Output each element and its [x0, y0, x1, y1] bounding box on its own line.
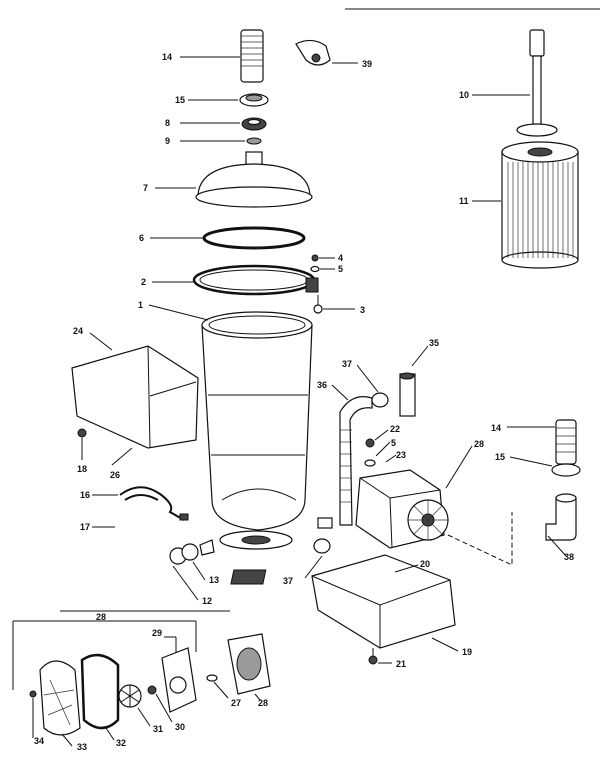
- callout-35: 35: [429, 338, 439, 348]
- screw-part-22: [365, 438, 375, 448]
- nut-part-15: [239, 93, 269, 107]
- hose-part-14: [240, 29, 264, 83]
- callout-33: 33: [77, 742, 87, 752]
- dashed-connector: [447, 512, 513, 566]
- callout-32: 32: [116, 738, 126, 748]
- callout-39: 39: [362, 59, 372, 69]
- motor-plate-part-29: [161, 647, 197, 713]
- callout-14: 14: [162, 52, 172, 62]
- callout-5-lower: 5: [391, 438, 396, 448]
- gasket-part-32: [80, 653, 120, 730]
- tube-part-35: [399, 372, 416, 417]
- screw-part-34: [29, 690, 37, 698]
- callout-12: 12: [202, 596, 212, 606]
- standpipe-part-10: [516, 29, 558, 137]
- callout-26: 26: [110, 470, 120, 480]
- callout-3: 3: [360, 305, 365, 315]
- callout-20: 20: [420, 559, 430, 569]
- cover-part-24: [71, 345, 199, 449]
- callout-9: 9: [165, 136, 170, 146]
- callout-18: 18: [77, 464, 87, 474]
- callout-23: 23: [396, 450, 406, 460]
- callout-21: 21: [396, 659, 406, 669]
- clamp-part-37-lower: [313, 517, 333, 554]
- washer-part-5-lower: [364, 459, 376, 467]
- callout-29: 29: [152, 628, 162, 638]
- callout-6: 6: [139, 233, 144, 243]
- clamp-part-37-upper: [371, 392, 389, 408]
- callout-34: 34: [34, 736, 44, 746]
- callout-14-right: 14: [491, 423, 501, 433]
- callout-15: 15: [175, 95, 185, 105]
- hose-part-14-right: [555, 419, 577, 465]
- callout-31: 31: [153, 724, 163, 734]
- callout-11: 11: [459, 196, 469, 206]
- callout-1: 1: [138, 300, 143, 310]
- elbow-part-38: [545, 493, 577, 541]
- impeller-part-31: [118, 684, 142, 708]
- callout-30: 30: [175, 722, 185, 732]
- plug-part-27: [206, 674, 218, 682]
- callout-16: 16: [80, 490, 90, 500]
- callout-13: 13: [209, 575, 219, 585]
- callout-8: 8: [165, 118, 170, 128]
- bolt-part-3: [313, 295, 323, 314]
- callout-38: 38: [564, 552, 574, 562]
- callout-28-group: 28: [96, 612, 106, 622]
- callout-4: 4: [338, 253, 343, 263]
- callout-10: 10: [459, 90, 469, 100]
- seal-part-30: [147, 685, 157, 695]
- washer-part-9: [246, 137, 262, 145]
- fitting-part-8: [241, 117, 267, 131]
- callout-24: 24: [73, 326, 83, 336]
- fitting-part-13: [169, 543, 199, 565]
- callout-19: 19: [462, 647, 472, 657]
- washer-part-5: [310, 265, 320, 273]
- power-cord-part-16: [119, 486, 189, 521]
- callout-37-lower: 37: [283, 576, 293, 586]
- pump-assembly-part-28: [355, 469, 449, 549]
- leader-23: [385, 454, 397, 463]
- callout-28-gasket: 28: [258, 698, 268, 708]
- filter-cartridge-part-11: [501, 141, 579, 269]
- pump-housing-part-33: [39, 660, 81, 736]
- callout-28-pump: 28: [474, 439, 484, 449]
- screw-part-4: [311, 254, 319, 262]
- callout-2: 2: [141, 277, 146, 287]
- callout-36: 36: [317, 380, 327, 390]
- clip-part-39: [295, 39, 331, 66]
- callout-7: 7: [143, 183, 148, 193]
- lid-part-7: [195, 151, 313, 208]
- callout-27: 27: [231, 698, 241, 708]
- gasket-plate-part-28: [227, 633, 271, 695]
- screw-part-21: [368, 648, 378, 665]
- nut-part-15-right: [551, 463, 581, 477]
- callout-22: 22: [390, 424, 400, 434]
- leader-26: [111, 447, 133, 466]
- callout-15-right: 15: [495, 452, 505, 462]
- callout-5: 5: [338, 264, 343, 274]
- flex-hose-part-36: [339, 396, 373, 526]
- screw-part-18: [77, 428, 87, 438]
- callout-37-upper: 37: [342, 359, 352, 369]
- clamp-part-2: [192, 264, 319, 296]
- o-ring-part-6: [202, 226, 306, 250]
- base-part-19: [230, 554, 456, 649]
- callout-17: 17: [80, 522, 90, 532]
- filter-tank-part-1: [199, 311, 313, 556]
